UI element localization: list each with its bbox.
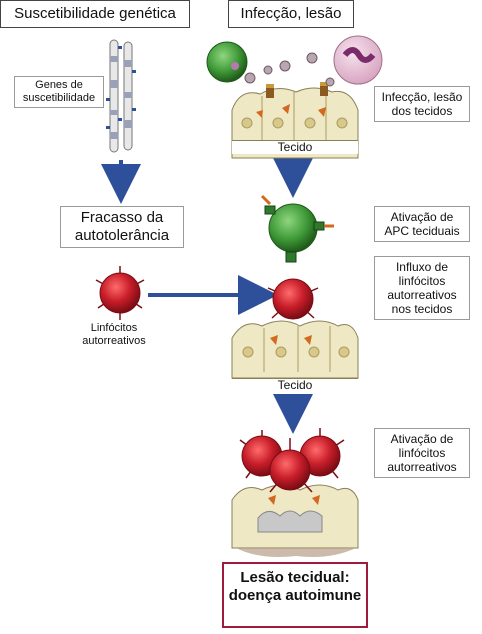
tissue-middle <box>231 320 359 379</box>
infeccao-label: Infecção, lesão dos tecidos <box>374 86 470 122</box>
tissue-bottom <box>231 484 359 557</box>
genes-label: Genes de suscetibilidade <box>14 76 104 108</box>
tissue-label-middle: Tecido <box>232 378 358 392</box>
apc-cell-middle <box>260 194 334 263</box>
chromosome-icon <box>106 39 136 153</box>
ativacao-label: Ativação de linfócitos autorreativos <box>374 428 470 478</box>
header-infection-injury: Infecção, lesão <box>228 0 354 28</box>
apc-label: Ativação de APC teciduais <box>374 206 470 242</box>
neutrophil-cell <box>333 35 383 85</box>
lymphocyte-cluster <box>239 428 345 493</box>
outcome-box: Lesão tecidual: doença autoimune <box>222 562 368 628</box>
influxo-label: Influxo de linfócitos autorreativos nos … <box>374 256 470 320</box>
lymphocyte-cell-middle <box>267 278 319 320</box>
flow-arrows <box>101 158 313 434</box>
linfocitos-label: Linfócitos autorreativos <box>82 322 146 347</box>
fracasso-box: Fracasso da autotolerância <box>60 206 184 248</box>
header-genetic-susceptibility: Suscetibilidade genética <box>0 0 190 28</box>
lymphocyte-cell-left <box>95 266 145 320</box>
tissue-label-top: Tecido <box>232 140 358 154</box>
apc-cell-top <box>206 41 248 83</box>
microbe-icons <box>244 52 335 87</box>
